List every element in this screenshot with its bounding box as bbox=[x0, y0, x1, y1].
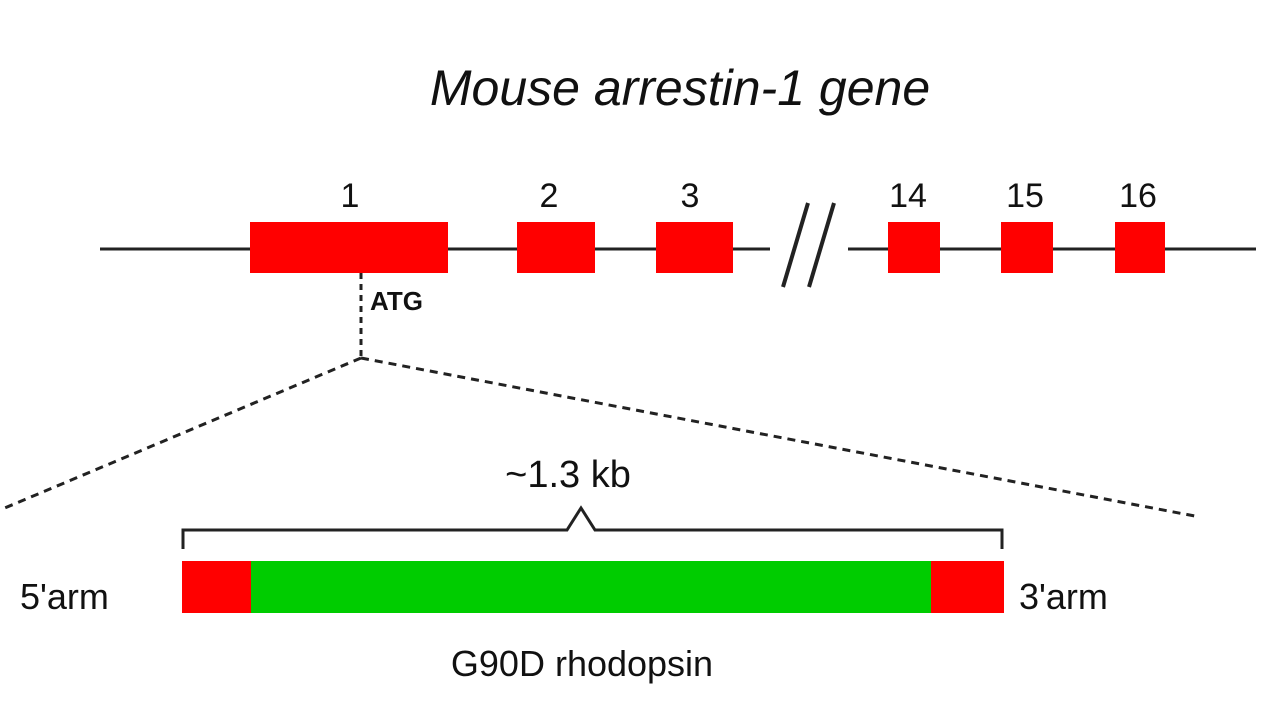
exon-15 bbox=[1001, 222, 1053, 273]
insert-label: G90D rhodopsin bbox=[451, 643, 713, 684]
right-homology-arm bbox=[931, 561, 1004, 613]
exon-label-3: 3 bbox=[681, 177, 700, 215]
left-homology-arm bbox=[182, 561, 251, 613]
exon-2 bbox=[517, 222, 595, 273]
exon-label-1: 1 bbox=[341, 177, 360, 215]
right-arm-label: 3'arm bbox=[1019, 576, 1108, 617]
zoom-line-left bbox=[0, 356, 362, 512]
exon-label-14: 14 bbox=[889, 177, 927, 215]
left-arm-label: 5'arm bbox=[20, 576, 109, 617]
atg-label: ATG bbox=[370, 286, 423, 316]
exon-1 bbox=[250, 222, 448, 273]
construct-size-bracket bbox=[181, 505, 1004, 549]
exon-label-15: 15 bbox=[1006, 177, 1044, 215]
exon-label-16: 16 bbox=[1119, 177, 1157, 215]
g90d-rhodopsin-insert bbox=[251, 561, 931, 613]
construct-size-label: ~1.3 kb bbox=[505, 454, 631, 496]
exon-14 bbox=[888, 222, 940, 273]
exon-label-2: 2 bbox=[540, 177, 559, 215]
gene-break-mark bbox=[781, 202, 836, 288]
zoom-line-right bbox=[360, 356, 1201, 519]
diagram-title: Mouse arrestin-1 gene bbox=[430, 60, 930, 116]
exon-3 bbox=[656, 222, 733, 273]
exon-16 bbox=[1115, 222, 1165, 273]
